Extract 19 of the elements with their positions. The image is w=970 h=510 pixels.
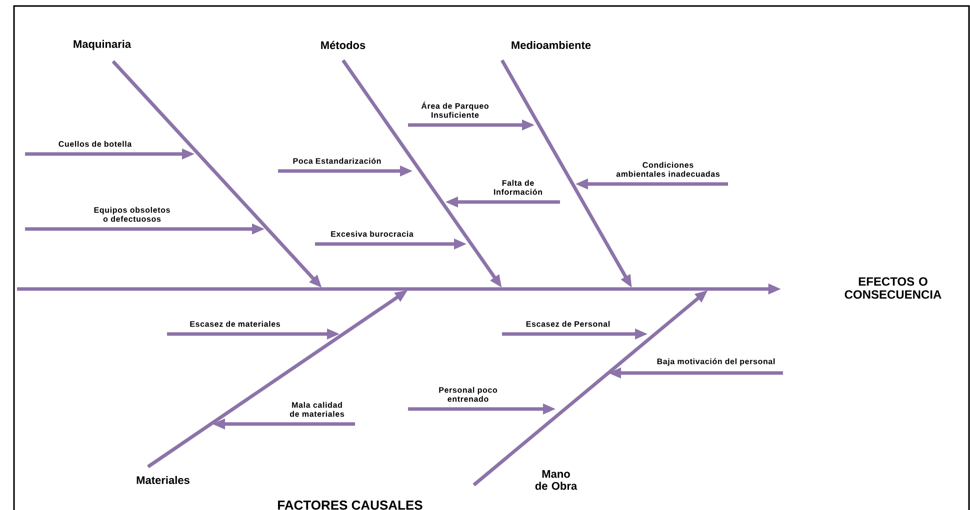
cause-label: Baja motivación del personal [657, 358, 775, 366]
cause-label: Condiciones ambientales inadecuadas [616, 162, 720, 177]
category-label: Métodos [321, 40, 366, 50]
cause-label: Personal poco entrenado [439, 386, 498, 402]
footer-title: FACTORES CAUSALES [278, 500, 422, 510]
category-label: Medioambiente [512, 40, 591, 50]
cause-label: Equipos obsoletos o defectuosos [94, 206, 170, 222]
category-label: Materiales [136, 476, 190, 484]
cause-label: Escasez de materiales [190, 320, 280, 327]
cause-label: Escasez de Personal [526, 320, 610, 327]
cause-label: Poca Estandarización [293, 158, 381, 164]
category-label: Mano de Obra [535, 470, 578, 490]
effect-label: EFECTOS O CONSECUENCIA [844, 277, 942, 299]
category-label: Maquinaria [74, 40, 132, 50]
cause-label: Excesiva burocracia [331, 230, 414, 237]
cause-label: Área de Parqueo Insuficiente [421, 102, 489, 118]
cause-label: Falta de Información [494, 180, 542, 195]
cause-label: Mala calidad de materiales [290, 402, 344, 417]
cause-label: Cuellos de botella [58, 140, 132, 147]
